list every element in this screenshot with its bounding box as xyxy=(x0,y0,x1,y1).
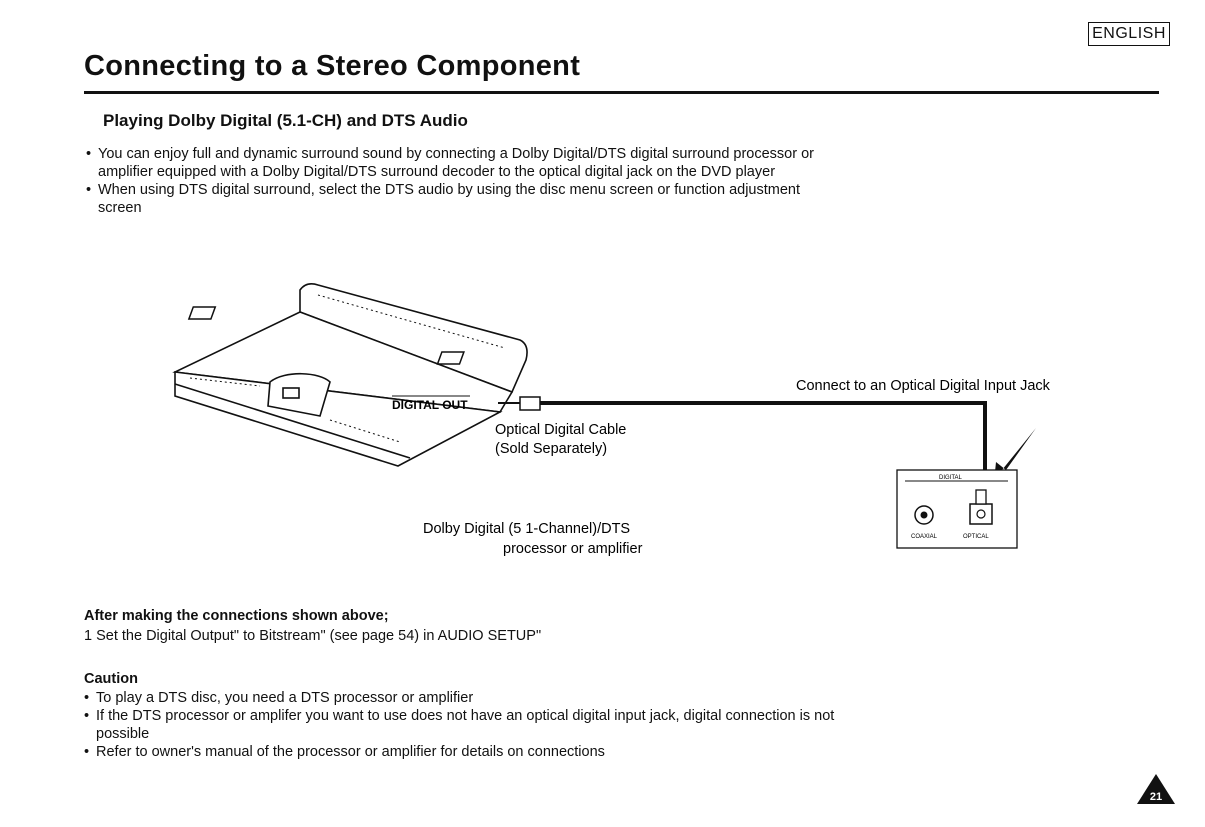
receiver-label-2: processor or amplifier xyxy=(503,541,643,557)
step-item: 1 Set the Digital Output" to Bitstream" … xyxy=(84,628,542,644)
cable-label: Optical Digital Cable xyxy=(495,422,626,438)
panel-optical-label: OPTICAL xyxy=(963,534,989,540)
panel-coaxial-label: COAXIAL xyxy=(911,534,938,540)
receiver-label: Dolby Digital (5 1-Channel)/DTS xyxy=(423,521,630,537)
connection-diagram: DIGITAL OUT Optical Digital Cable (Sold … xyxy=(172,283,1051,557)
caution-bullet: Refer to owner's manual of the processor… xyxy=(84,743,864,761)
intro-bullet: You can enjoy full and dynamic surround … xyxy=(86,145,846,181)
steps-heading: After making the connections shown above… xyxy=(84,608,389,624)
page-number: 21 xyxy=(1150,791,1162,803)
optical-cable xyxy=(498,396,987,484)
intro-list: You can enjoy full and dynamic surround … xyxy=(86,145,846,217)
page-title: Connecting to a Stereo Component xyxy=(84,50,581,82)
cable-note: (Sold Separately) xyxy=(495,441,607,457)
caution-list: To play a DTS disc, you need a DTS proce… xyxy=(84,689,864,761)
caution-bullet: To play a DTS disc, you need a DTS proce… xyxy=(84,689,864,707)
section-heading: Playing Dolby Digital (5.1-CH) and DTS A… xyxy=(103,111,468,130)
caution-heading: Caution xyxy=(84,671,138,687)
language-badge: ENGLISH xyxy=(1088,22,1170,46)
panel-digital-label: DIGITAL xyxy=(939,475,963,481)
caution-bullet: If the DTS processor or amplifer you wan… xyxy=(84,707,864,743)
intro-bullet: When using DTS digital surround, select … xyxy=(86,181,846,217)
connect-label: Connect to an Optical Digital Input Jack xyxy=(796,378,1051,394)
page-number-badge: 21 xyxy=(1137,774,1175,804)
title-rule xyxy=(84,91,1159,94)
dvd-player-illustration xyxy=(172,283,528,467)
receiver-input-panel xyxy=(896,469,1018,549)
digital-out-label: DIGITAL OUT xyxy=(392,398,468,412)
